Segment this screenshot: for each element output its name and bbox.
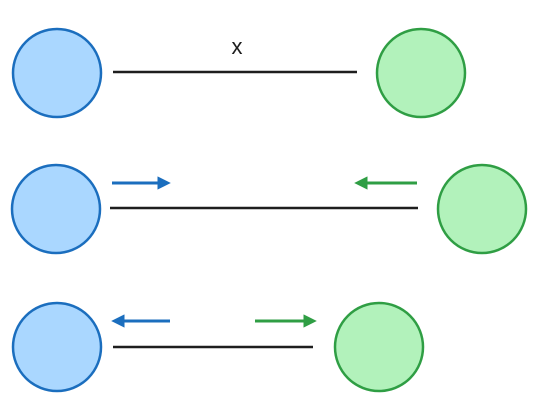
blue-body-1 (11, 27, 103, 119)
green-body-1 (375, 27, 467, 119)
row-rest: x (11, 27, 467, 119)
row-stretched (10, 163, 528, 255)
row-label-1: x (232, 34, 243, 59)
row-compressed (11, 301, 425, 393)
blue-body-3 (11, 301, 103, 393)
green-body-2 (436, 163, 528, 255)
green-body-3 (333, 301, 425, 393)
blue-body-2 (10, 163, 102, 255)
